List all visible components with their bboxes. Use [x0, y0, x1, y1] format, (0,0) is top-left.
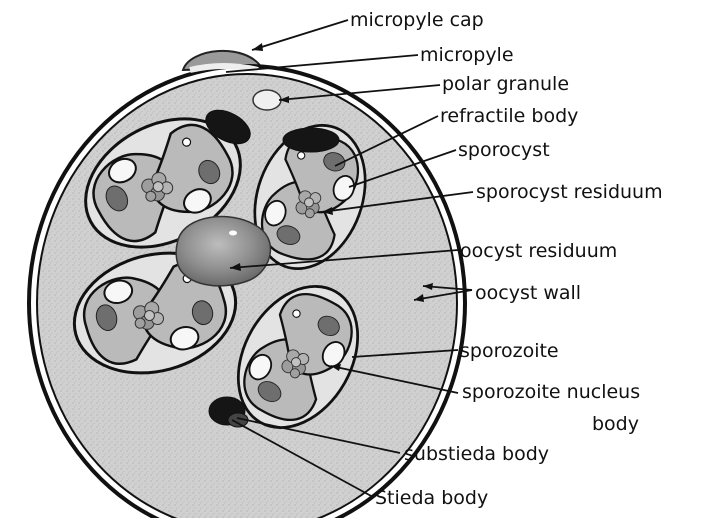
label-sporozoite: sporozoite: [460, 340, 559, 362]
label-sporozoite-nucleus-line2: body: [592, 413, 639, 435]
leader-micropyle-cap: [252, 20, 348, 50]
arrowhead-micropyle-cap: [252, 43, 263, 51]
oocyst-residuum-highlight: [229, 231, 237, 236]
label-oocyst-wall: oocyst wall: [475, 282, 581, 304]
label-oocyst-residuum: oocyst residuum: [460, 240, 617, 262]
label-micropyle-cap: micropyle cap: [350, 9, 484, 31]
refractile-body: [283, 128, 339, 152]
polar-granule: [253, 90, 281, 110]
label-sporocyst: sporocyst: [458, 139, 550, 161]
label-sporozoite-nucleus-line1: sporozoite nucleus: [462, 381, 640, 403]
label-stieda-body: Stieda body: [375, 487, 488, 509]
label-sporocyst-residuum: sporocyst residuum: [476, 181, 663, 203]
label-polar-granule: polar granule: [442, 73, 569, 95]
label-substieda-body: substieda body: [404, 443, 549, 465]
label-refractile-body: refractile body: [440, 105, 578, 127]
oocyst-residuum: [176, 217, 270, 286]
label-micropyle: micropyle: [420, 44, 514, 66]
